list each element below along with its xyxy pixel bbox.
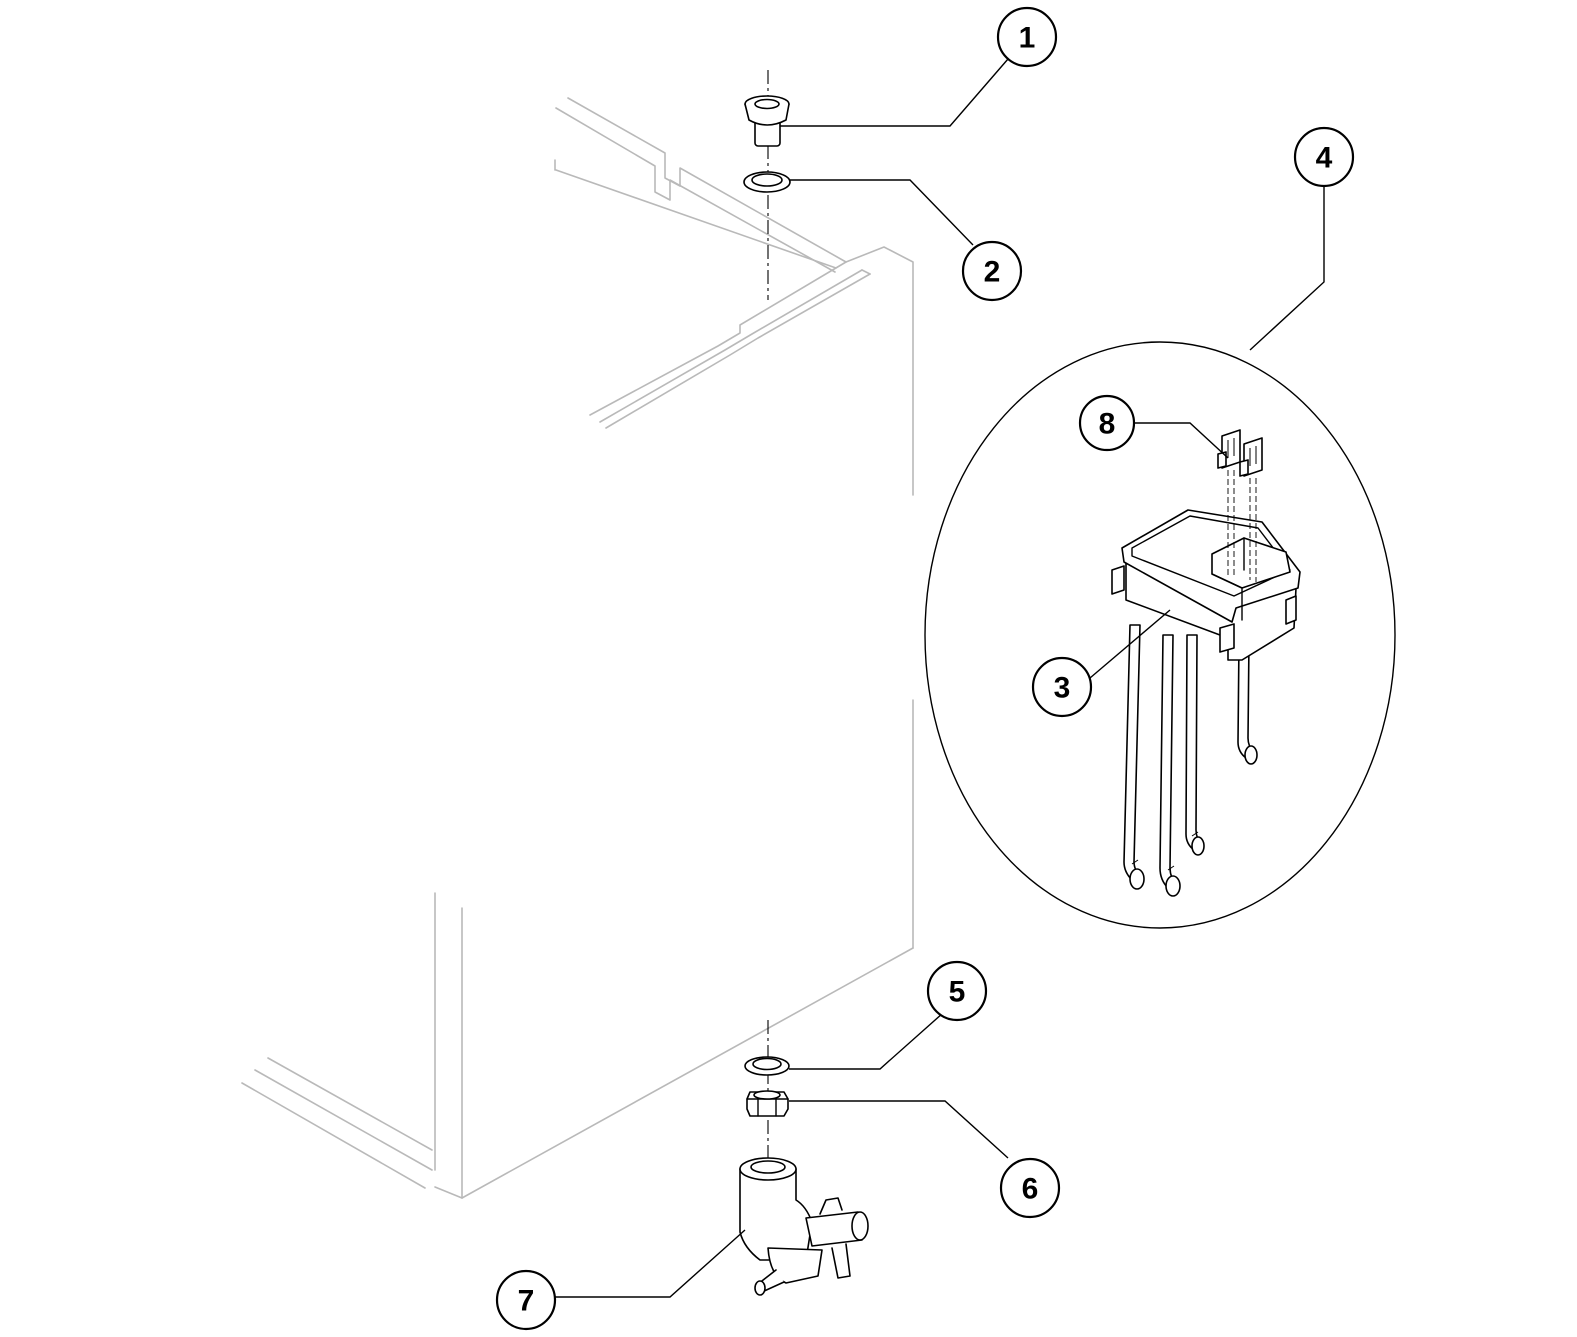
detail-view-oval [924,341,1396,929]
callout-8-label: 8 [1099,408,1116,441]
part-7-drain-valve [739,1157,869,1296]
callout-7-label: 7 [518,1285,535,1318]
callout-2-label: 2 [984,256,1001,289]
callout-1-label: 1 [1019,22,1036,55]
part-3-terminal-housing [1111,509,1301,897]
leader-1 [780,58,1009,127]
leader-2 [790,179,974,246]
callout-5: 5 [926,960,988,1022]
leader-6 [789,1100,1009,1159]
callout-7: 7 [495,1269,557,1331]
leader-7 [555,1229,746,1298]
callout-5-label: 5 [949,976,966,1009]
callout-6-label: 6 [1022,1173,1039,1206]
part-6-hex-nut [746,1090,789,1117]
leader-8 [1134,422,1229,459]
callout-2: 2 [961,240,1023,302]
callout-8: 8 [1078,394,1136,452]
leader-5 [789,1012,944,1070]
callout-1: 1 [996,6,1058,68]
part-2-washer [743,171,791,193]
callout-6: 6 [999,1157,1061,1219]
part-8-connectors [1217,429,1263,582]
callout-3: 3 [1031,656,1093,718]
part-5-washer [744,1056,790,1076]
leader-lines [555,58,1325,1298]
part-1-bushing [744,95,790,147]
leader-4 [1249,184,1325,351]
callout-4: 4 [1293,126,1355,188]
leader-3 [1089,609,1171,679]
cabinet-outline [241,97,914,1199]
callout-3-label: 3 [1054,672,1071,705]
callout-4-label: 4 [1316,142,1333,175]
